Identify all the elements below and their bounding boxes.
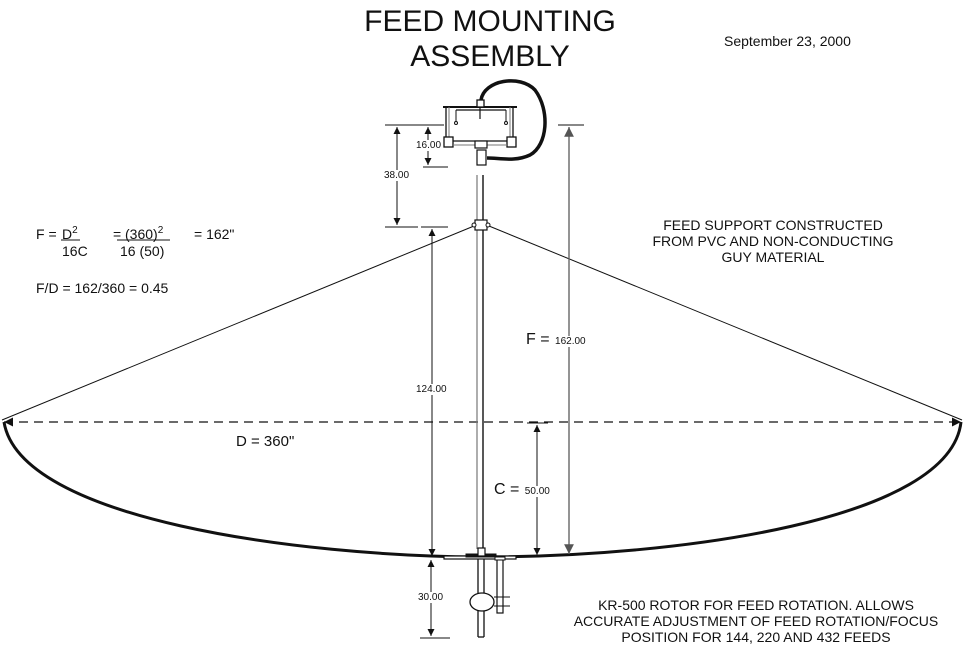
note-rotor-line: KR-500 ROTOR FOR FEED ROTATION. ALLOWS: [598, 597, 914, 613]
note-rotor: KR-500 ROTOR FOR FEED ROTATION. ALLOWS A…: [548, 597, 964, 645]
focal-value: 162.00: [554, 336, 587, 347]
formula-result: = 162": [194, 226, 235, 242]
note-support-line: FEED SUPPORT CONSTRUCTED: [663, 217, 883, 233]
dim-label-diameter: D = 360": [236, 433, 295, 450]
dim-label-30: 30.00: [417, 592, 445, 603]
formula-exponent-1: 2: [72, 225, 78, 236]
feed-assembly: [443, 99, 517, 166]
rotor-assembly: [443, 547, 517, 638]
note-rotor-line: ACCURATE ADJUSTMENT OF FEED ROTATION/FOC…: [573, 613, 939, 629]
note-rotor-line: POSITION FOR 144, 220 AND 432 FEEDS: [621, 629, 891, 645]
dim-label-124: 124.00: [415, 384, 448, 395]
dim-label-depth: C = 50.00: [494, 481, 551, 499]
formula-denominator-1: 16C: [62, 243, 88, 259]
formula-exponent-2: 2: [157, 225, 164, 236]
guy-line-left: [1, 225, 475, 421]
note-support-line: FROM PVC AND NON-CONDUCTING: [652, 233, 894, 249]
formula-numerator-2: (360)2: [125, 225, 164, 242]
formula-numerator-1: D2: [62, 225, 78, 242]
title-line-1: FEED MOUNTING: [364, 5, 616, 38]
formula-eq-2: =: [113, 226, 122, 242]
depth-value: 50.00: [523, 486, 551, 497]
formula-denominator-2: 16 (50): [120, 243, 165, 259]
pvc-mast: [471, 175, 491, 549]
dim-label-focal: F = 162.00: [526, 331, 587, 349]
note-support: FEED SUPPORT CONSTRUCTED FROM PVC AND NO…: [628, 217, 918, 265]
title-line-2: ASSEMBLY: [410, 40, 570, 73]
page-title: FEED MOUNTING ASSEMBLY: [340, 4, 640, 74]
dim-label-16: 16.00: [415, 140, 443, 151]
coax-cable: [479, 79, 547, 161]
focal-prefix: F =: [526, 331, 555, 348]
formula-lhs: F =: [36, 226, 57, 242]
depth-prefix: C =: [494, 481, 524, 498]
formula-ratio: F/D = 162/360 = 0.45: [36, 280, 169, 296]
note-support-line: GUY MATERIAL: [721, 249, 825, 265]
dim-label-38: 38.00: [383, 170, 411, 181]
date-label: September 23, 2000: [724, 33, 851, 49]
